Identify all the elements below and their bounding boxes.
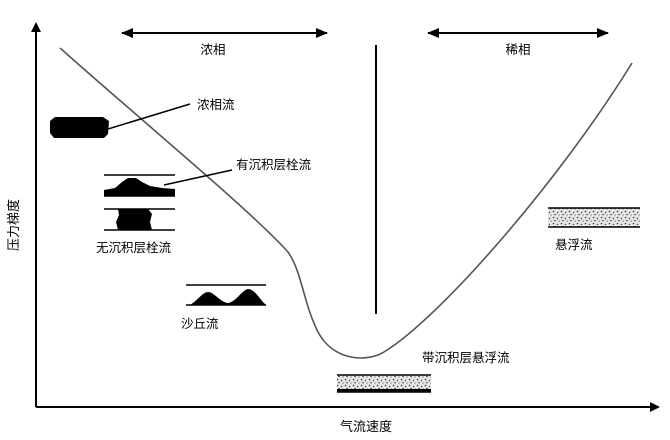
suspension-flow-pipe — [548, 207, 640, 228]
dune-flow-pipe — [186, 284, 266, 306]
suspension-with-deposit-pipe — [337, 374, 431, 393]
dense-phase-flow-pointer — [107, 103, 191, 130]
dense-phase-label: 浓相 — [200, 42, 225, 57]
plug-without-deposit-pipe — [104, 208, 175, 231]
y-axis-label: 压力梯度 — [6, 199, 22, 251]
plug-with-deposit-label: 有沉积层栓流 — [236, 157, 312, 172]
plug-without-deposit-label: 无沉积层栓流 — [96, 240, 172, 255]
suspension-with-deposit-label: 带沉积层悬浮流 — [422, 350, 510, 365]
suspension-flow-label: 悬浮流 — [555, 237, 593, 252]
plug-with-deposit-pointer — [163, 169, 233, 186]
x-axis-label: 气流速度 — [340, 419, 392, 435]
plug-with-deposit-pipe — [104, 174, 175, 197]
dense-phase-flow-pipe — [50, 117, 109, 138]
dilute-phase-label: 稀相 — [505, 42, 530, 57]
pressure-gradient-curve — [59, 47, 633, 359]
axes — [31, 22, 660, 412]
dune-flow-label: 沙丘流 — [181, 316, 219, 331]
dense-phase-flow-label: 浓相流 — [197, 97, 235, 112]
